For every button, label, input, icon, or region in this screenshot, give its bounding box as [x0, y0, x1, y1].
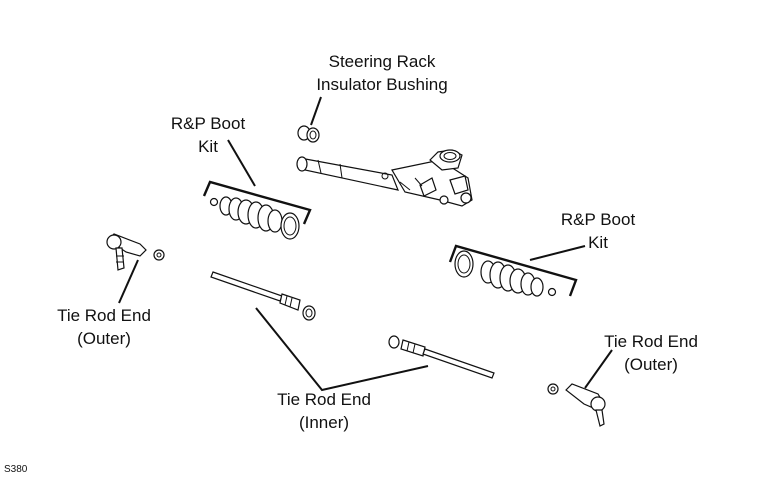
- left-boot-leader: [227, 139, 256, 187]
- left-outer-tie-rod-part: [106, 233, 165, 271]
- right-boot-kit-label-line2: Kit: [588, 233, 608, 252]
- right-outer-tie-rod-label-line2: (Outer): [624, 355, 678, 374]
- left-outer-tie-rod-label-line1: Tie Rod End: [57, 306, 151, 325]
- rack-bushing-leader: [310, 96, 322, 126]
- inner-tie-leader: [255, 307, 429, 392]
- left-outer-tie-leader: [118, 259, 139, 304]
- left-outer-tie-rod-label-line2: (Outer): [77, 329, 131, 348]
- left-boot-kit-label: R&P Boot Kit: [171, 112, 245, 158]
- inner-tie-rod-label: Tie Rod End (Inner): [277, 388, 371, 434]
- right-boot-kit-part: [448, 244, 578, 297]
- left-boot-kit-label-line2: Kit: [198, 137, 218, 156]
- rack-bushing-label-line1: Steering Rack: [328, 52, 436, 71]
- rack-bushing-label: Steering Rack Insulator Bushing: [316, 50, 447, 96]
- right-outer-tie-leader: [584, 349, 613, 389]
- leader-lines: [118, 96, 613, 392]
- right-boot-kit-label: R&P Boot Kit: [561, 208, 635, 254]
- inner-tie-rod-label-line1: Tie Rod End: [277, 390, 371, 409]
- inner-tie-rod-label-line2: (Inner): [298, 413, 350, 432]
- rack-bushing-label-line2: Insulator Bushing: [316, 75, 448, 94]
- right-boot-kit-label-line1: R&P Boot: [560, 210, 636, 229]
- right-inner-tie-rod-part: [388, 335, 495, 379]
- right-outer-tie-rod-part: [547, 383, 606, 427]
- right-outer-tie-rod-label: Tie Rod End (Outer): [604, 330, 698, 376]
- rack-insulator-bushing-part: [297, 125, 320, 143]
- right-boot-leader: [529, 245, 586, 261]
- left-inner-tie-rod-part: [210, 271, 316, 321]
- right-outer-tie-rod-label-line1: Tie Rod End: [604, 332, 698, 351]
- steering-rack-housing-part: [296, 149, 473, 207]
- left-boot-kit-label-line1: R&P Boot: [170, 114, 246, 133]
- figure-code: S380: [4, 464, 28, 475]
- left-boot-kit-part: [202, 180, 312, 240]
- left-outer-tie-rod-label: Tie Rod End (Outer): [57, 304, 151, 350]
